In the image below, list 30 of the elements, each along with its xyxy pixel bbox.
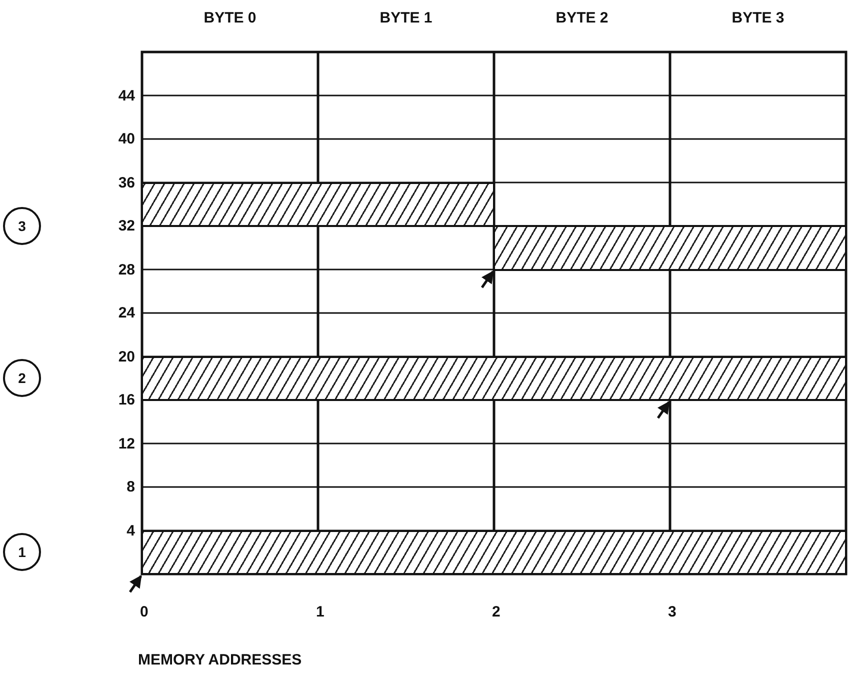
address-label: 32	[118, 218, 135, 234]
axis-title: MEMORY ADDRESSES	[138, 652, 302, 668]
address-label: 0	[140, 604, 148, 620]
column-header: BYTE 0	[204, 10, 256, 26]
address-label: 8	[126, 478, 135, 496]
address-label: 16	[118, 392, 135, 408]
callout-number: 1	[3, 533, 41, 572]
address-label: 24	[118, 304, 135, 322]
arrow	[656, 400, 670, 419]
address-label: 20	[118, 348, 135, 365]
address-label: 1	[316, 604, 324, 620]
hatched-band	[141, 356, 847, 401]
hatched-band	[141, 530, 847, 575]
column-header: BYTE 1	[380, 10, 432, 26]
hatched-band	[493, 225, 847, 270]
address-label: 3	[668, 604, 676, 620]
address-label: 2	[492, 604, 500, 620]
address-label: 12	[118, 435, 135, 452]
callout-number: 2	[3, 359, 41, 398]
callout-number: 3	[3, 207, 41, 245]
address-label: 36	[118, 174, 135, 191]
column-header: BYTE 3	[732, 10, 784, 26]
arrow	[128, 574, 142, 593]
hatched-band	[141, 182, 495, 227]
column-header: BYTE 2	[556, 10, 608, 26]
address-label: 4	[126, 522, 135, 539]
address-label: 40	[118, 130, 135, 148]
address-label: 44	[118, 87, 135, 104]
arrow	[480, 270, 494, 288]
address-label: 28	[118, 261, 135, 278]
